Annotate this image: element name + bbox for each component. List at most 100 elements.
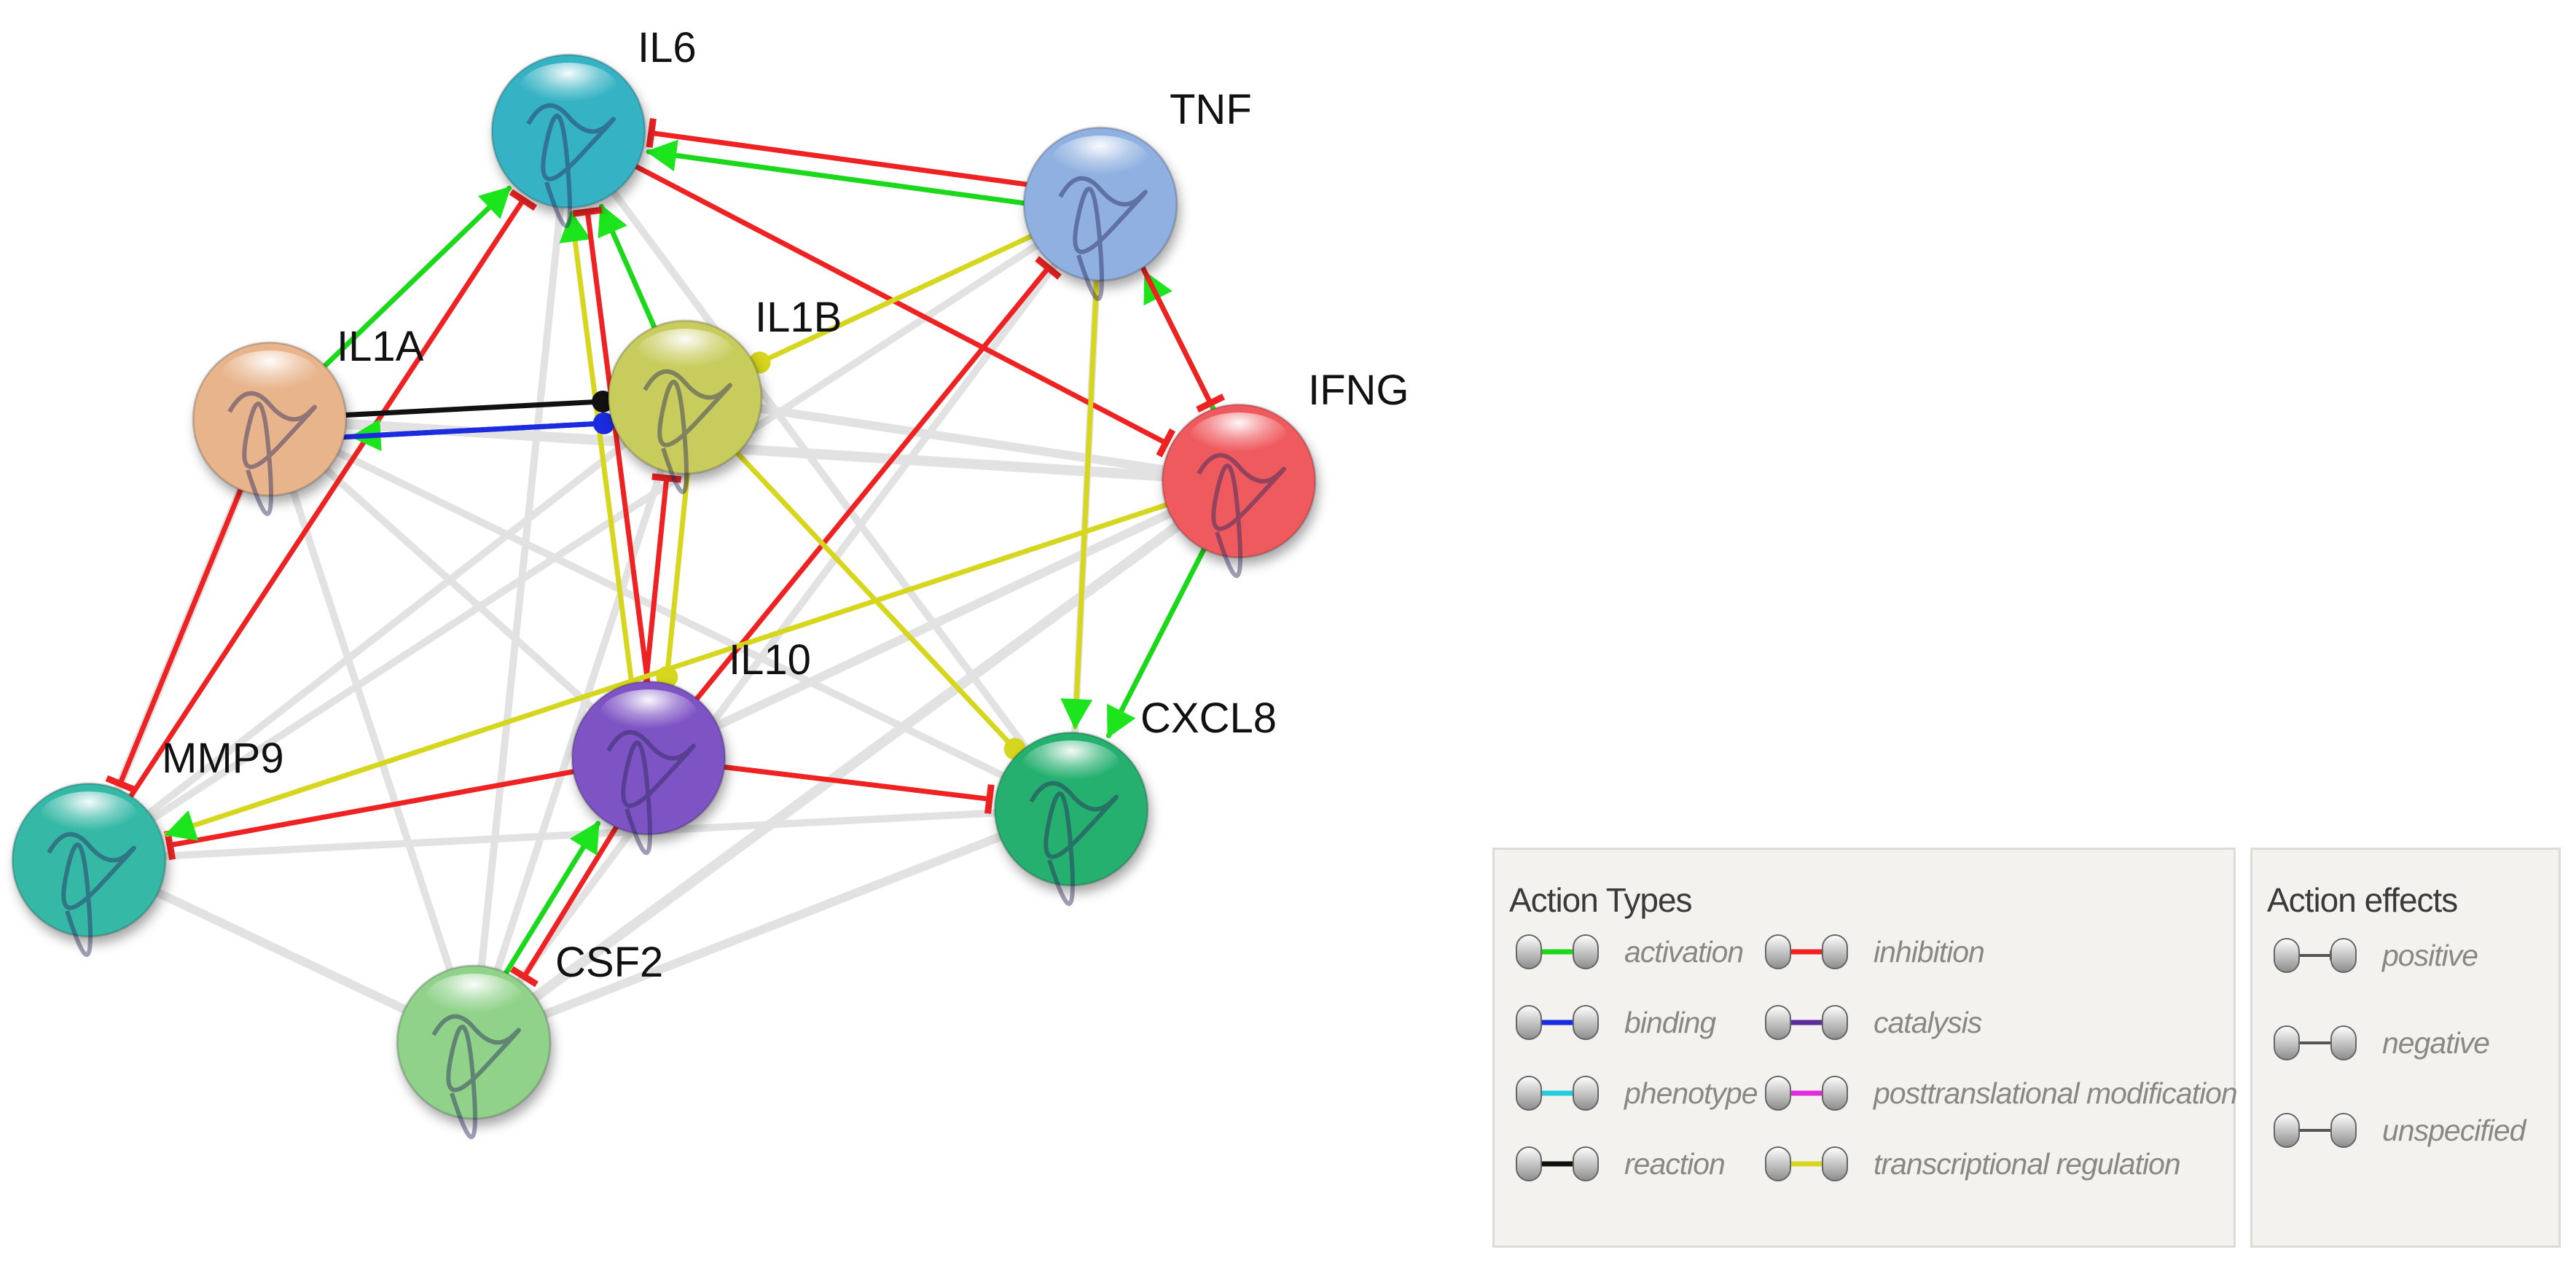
legend-label: unspecified: [2382, 1113, 2526, 1147]
evidence-edge: [471, 805, 1073, 1047]
effect-swatch-unspecified: [2274, 1113, 2357, 1148]
node-label: IL1A: [337, 323, 424, 370]
legend-swatch-posttranslational-modification: [1765, 1076, 1848, 1111]
arrowhead-positive: [598, 203, 627, 239]
legend-label: activation: [1624, 934, 1744, 969]
edge-line: [646, 265, 1052, 761]
arrowhead-positive: [569, 821, 600, 856]
arrowhead-positive: [1060, 698, 1093, 730]
evidence-edge: [266, 418, 477, 1044]
node-label: IL1B: [755, 294, 842, 341]
action-effects-title: Action effects: [2267, 881, 2458, 919]
node-outline: [490, 53, 646, 209]
protein-structure-icon: [1197, 453, 1286, 578]
edge-line: [86, 197, 526, 863]
legend-item-catalysis: catalysis: [1758, 997, 1982, 1048]
legend-item-reaction: reaction: [1509, 1138, 1726, 1189]
evidence-edge: [86, 394, 688, 863]
edge-mmp9-il6-inhibition: [86, 189, 538, 863]
node-highlight: [1189, 412, 1288, 465]
bar-negative: [1196, 394, 1225, 413]
node-highlight: [220, 351, 319, 403]
evidence-edge: [470, 396, 689, 1044]
edge-line: [164, 478, 1242, 837]
node-mmp9[interactable]: MMP9: [11, 735, 284, 957]
edge-line: [565, 128, 1169, 446]
bar-negative: [646, 118, 657, 148]
node-il10[interactable]: IL10: [571, 636, 811, 855]
node-outline: [192, 341, 348, 497]
legend-label: inhibition: [1874, 934, 1985, 969]
node-il1b[interactable]: IL1B: [607, 294, 842, 494]
edge-line: [1072, 201, 1103, 730]
node-outline: [607, 319, 763, 475]
node-label: MMP9: [162, 735, 284, 782]
node-outline: [1022, 126, 1178, 282]
edge-il10-tnf-inhibition: [646, 256, 1062, 761]
legend-swatch-binding: [1516, 1005, 1599, 1040]
bar-negative: [105, 775, 136, 793]
evidence-edge: [565, 129, 1075, 811]
edge-il6-ifng-inhibition: [565, 128, 1176, 458]
legend-item-unspecified: unspecified: [2267, 1105, 2526, 1156]
legend-label: negative: [2382, 1025, 2490, 1060]
legend-swatch-transcriptional-regulation: [1765, 1146, 1848, 1181]
legend-item-inhibition: inhibition: [1758, 926, 1985, 977]
node-label: IL6: [638, 24, 697, 71]
node-cxcl8[interactable]: CXCL8: [993, 695, 1277, 906]
node-outline: [11, 782, 167, 938]
legend-item-positive: positive: [2267, 930, 2478, 981]
node-il6[interactable]: IL6: [490, 24, 697, 228]
protein-structure-icon: [1029, 781, 1119, 906]
arrowhead-positive: [646, 139, 678, 172]
node-outline: [571, 680, 727, 836]
node-csf2[interactable]: CSF2: [396, 939, 663, 1139]
evidence-edge: [267, 416, 651, 761]
node-ifng[interactable]: IFNG: [1161, 367, 1409, 578]
legend-swatch-activation: [1516, 934, 1599, 969]
bar-negative: [509, 189, 538, 211]
legend-label: transcriptional regulation: [1874, 1146, 2181, 1181]
protein-structure-icon: [643, 369, 732, 494]
legend-swatch-inhibition: [1765, 934, 1848, 969]
legend-label: posttranslational modification: [1874, 1076, 2238, 1110]
node-il1a[interactable]: IL1A: [192, 323, 424, 516]
node-highlight: [1022, 740, 1121, 793]
node-label: TNF: [1170, 86, 1252, 133]
legend-label: reaction: [1624, 1146, 1726, 1181]
node-outline: [1161, 403, 1317, 559]
legend-item-binding: binding: [1509, 997, 1716, 1048]
action-effects-legend: Action effects positive negative unspecifi…: [2250, 848, 2561, 1248]
protein-structure-icon: [606, 730, 696, 855]
evidence-edge: [87, 200, 1103, 864]
arrowhead-positive: [477, 186, 512, 219]
node-label: IL10: [729, 636, 811, 684]
dot-unspecified: [592, 412, 615, 434]
edge-line: [568, 211, 644, 762]
node-label: CXCL8: [1140, 695, 1277, 742]
legend-item-negative: negative: [2267, 1017, 2490, 1068]
legend-swatch-catalysis: [1765, 1005, 1848, 1040]
bar-negative: [572, 206, 603, 217]
legend-label: catalysis: [1874, 1005, 1982, 1039]
bar-negative: [510, 966, 539, 988]
action-edges-layer: [86, 118, 1250, 1041]
node-outline: [993, 731, 1149, 887]
evidence-edge: [470, 477, 1242, 1047]
action-types-title: Action Types: [1509, 881, 1693, 919]
bar-negative: [984, 784, 995, 814]
dot-unspecified: [592, 390, 614, 412]
node-label: CSF2: [555, 939, 663, 986]
edge-il10-il6-transcriptional-regulation: [559, 211, 644, 762]
node-highlight: [599, 689, 698, 742]
node-tnf[interactable]: TNF: [1022, 86, 1252, 301]
protein-structure-icon: [526, 103, 616, 228]
protein-structure-icon: [1058, 176, 1148, 301]
edge-ifng-mmp9-transcriptional-regulation: [164, 478, 1242, 841]
node-highlight: [519, 63, 618, 115]
node-outline: [396, 964, 552, 1120]
evidence-edge: [267, 415, 1073, 813]
